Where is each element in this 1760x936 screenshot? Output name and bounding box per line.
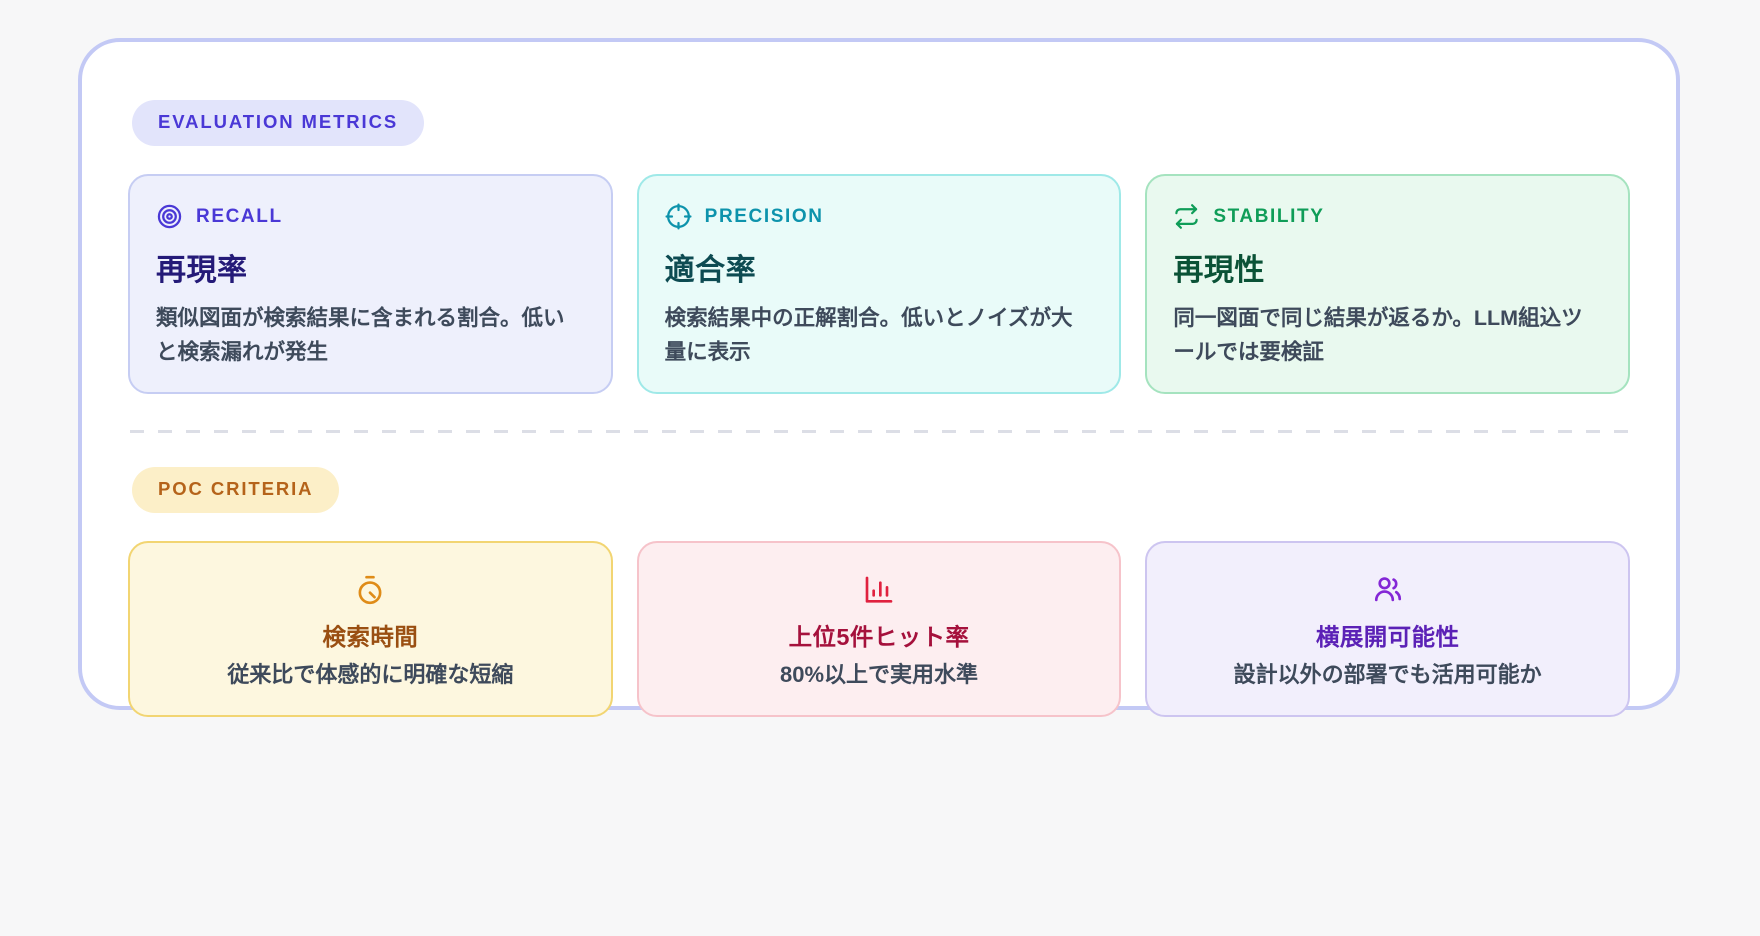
- section-divider: [130, 430, 1628, 434]
- metric-card-recall-kicker: RECALL: [196, 206, 283, 227]
- evaluation-metrics-card-row: RECALL 再現率 類似図面が検索結果に含まれる割合。低いと検索漏れが発生 P…: [128, 173, 1631, 395]
- metric-card-precision-kicker: PRECISION: [704, 206, 824, 227]
- poc-card-top5-hit-rate[interactable]: 上位5件ヒット率 80%以上で実用水準: [636, 540, 1122, 718]
- bar-chart-icon: [863, 574, 895, 606]
- metric-card-stability-description: 同一図面で同じ結果が返るか。LLM組込ツールでは要検証: [1173, 305, 1583, 365]
- crosshair-icon: [665, 203, 692, 230]
- metric-card-precision-description: 検索結果中の正解割合。低いとノイズが大量に表示: [664, 305, 1073, 365]
- metric-card-recall-description: 類似図面が検索結果に含まれる割合。低いと検索漏れが発生: [156, 305, 565, 365]
- metric-card-stability-title: 再現性: [1173, 253, 1265, 287]
- poc-criteria-badge: POC CRITERIA: [132, 467, 340, 513]
- poc-card-top5-hit-rate-icon-wrap: [659, 571, 1100, 609]
- poc-card-scalability-title: 横展開可能性: [1315, 623, 1460, 650]
- target-icon: [156, 203, 183, 230]
- evaluation-panel: EVALUATION METRICS RECALL 再現率 類似図面が検索結果に…: [78, 38, 1680, 718]
- poc-card-search-time-icon-wrap: [150, 571, 591, 609]
- poc-card-top5-hit-rate-title: 上位5件ヒット率: [788, 623, 970, 650]
- poc-card-scalability-icon-wrap: [1167, 571, 1608, 609]
- poc-card-search-time-title: 検索時間: [322, 623, 419, 650]
- metric-card-recall-title: 再現率: [156, 253, 248, 287]
- repeat-icon: [1173, 203, 1200, 230]
- poc-card-search-time-description: 従来比で体感的に明確な短縮: [227, 661, 514, 687]
- metric-card-stability-kicker: STABILITY: [1213, 206, 1325, 227]
- poc-criteria-card-row: 検索時間 従来比で体感的に明確な短縮 上位5件ヒット率 80%以上で実用水準: [128, 540, 1631, 718]
- poc-card-top5-hit-rate-description: 80%以上で実用水準: [779, 661, 979, 687]
- evaluation-metrics-badge: EVALUATION METRICS: [132, 100, 425, 146]
- evaluation-metrics-section-header: EVALUATION METRICS: [132, 100, 1630, 146]
- poc-card-scalability-description: 設計以外の部署でも活用可能か: [1233, 661, 1542, 687]
- metric-card-stability[interactable]: STABILITY 再現性 同一図面で同じ結果が返るか。LLM組込ツールでは要検…: [1145, 173, 1631, 395]
- metric-card-precision-title: 適合率: [664, 253, 757, 287]
- poc-card-scalability[interactable]: 横展開可能性 設計以外の部署でも活用可能か: [1145, 540, 1631, 718]
- metric-card-stability-header: STABILITY: [1173, 202, 1602, 232]
- metric-card-recall[interactable]: RECALL 再現率 類似図面が検索結果に含まれる割合。低いと検索漏れが発生: [128, 173, 613, 395]
- stopwatch-icon: [354, 574, 386, 606]
- poc-criteria-section-header: POC CRITERIA: [132, 467, 1630, 513]
- metric-card-precision[interactable]: PRECISION 適合率 検索結果中の正解割合。低いとノイズが大量に表示: [636, 173, 1122, 395]
- metric-card-precision-header: PRECISION: [665, 202, 1094, 232]
- users-icon: [1372, 574, 1404, 606]
- metric-card-recall-header: RECALL: [156, 202, 585, 232]
- poc-card-search-time[interactable]: 検索時間 従来比で体感的に明確な短縮: [128, 540, 613, 718]
